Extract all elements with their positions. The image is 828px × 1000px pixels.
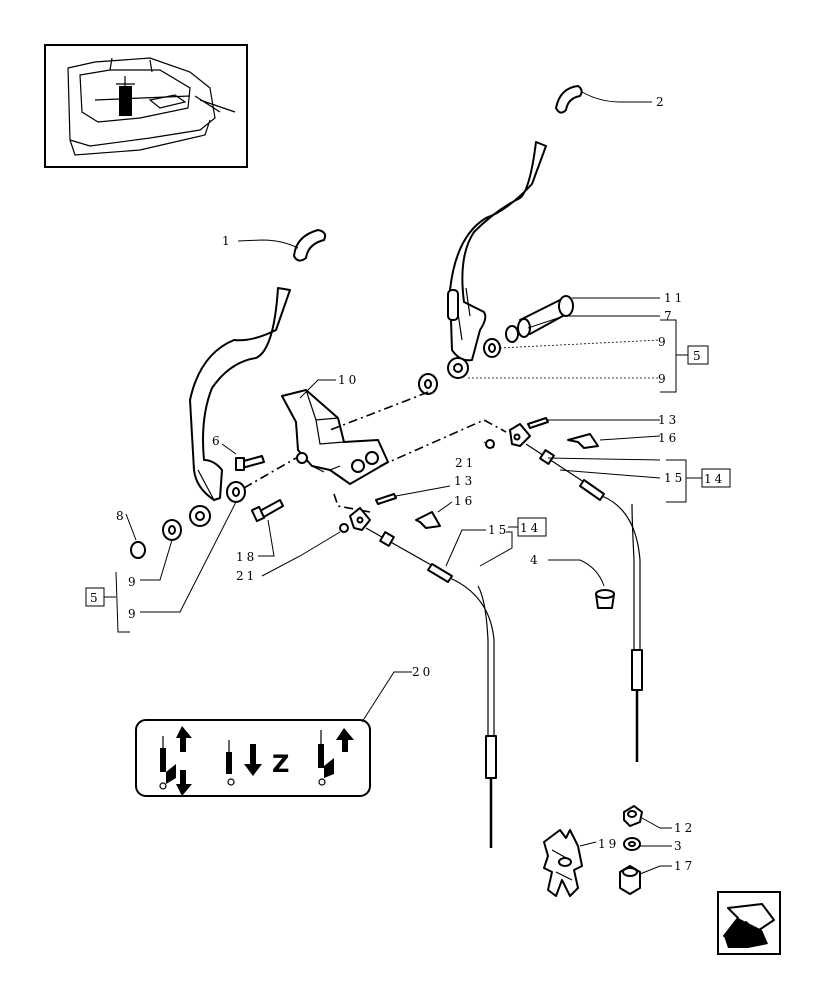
callout-16-a: 16 <box>658 431 679 445</box>
bolt-18 <box>250 499 284 523</box>
grommet-4 <box>595 589 615 609</box>
decal-symbol: Z <box>272 750 289 778</box>
callout-10: 10 <box>338 373 359 387</box>
callout-5-left: 5 <box>90 591 101 605</box>
grip-2 <box>555 85 652 114</box>
washer-3 <box>623 837 641 851</box>
callout-13-b: 13 <box>454 474 475 488</box>
callout-9-c: 9 <box>128 575 139 589</box>
callout-21-a: 21 <box>455 456 476 470</box>
right-control-lever <box>447 141 547 379</box>
callout-7: 7 <box>664 309 675 323</box>
callout-11: 11 <box>664 291 685 305</box>
callout-5-right: 5 <box>693 349 704 363</box>
bushing-9-right <box>483 338 501 358</box>
callout-8: 8 <box>116 509 127 523</box>
callout-4: 4 <box>530 553 541 567</box>
callout-20: 20 <box>412 665 433 679</box>
callout-18: 18 <box>236 550 257 564</box>
callout-14-a: 14 <box>704 472 725 486</box>
tractor-cab-inset-icon <box>44 44 248 168</box>
left-control-lever <box>189 287 291 527</box>
cable-clamp-19 <box>543 829 583 897</box>
callout-9-a: 9 <box>658 335 669 349</box>
callout-19: 19 <box>598 837 619 851</box>
previous-page-arrow-icon[interactable] <box>717 891 781 955</box>
callout-12: 12 <box>674 821 695 835</box>
bushing-9-left-upper <box>418 373 438 395</box>
control-cable-upper <box>509 417 643 762</box>
callout-6: 6 <box>212 434 223 448</box>
retaining-clip-16-upper <box>567 433 599 449</box>
nut-17 <box>619 865 641 895</box>
callout-3: 3 <box>674 839 685 853</box>
lever-mounting-bracket <box>281 389 389 485</box>
callout-2: 2 <box>656 95 667 109</box>
callout-21-b: 21 <box>236 569 257 583</box>
bushing-9-left-lower <box>226 481 246 503</box>
callout-16-b: 16 <box>454 494 475 508</box>
lever-position-decal: Z <box>135 719 371 797</box>
nut-12 <box>623 805 643 827</box>
clip-21-lower <box>339 523 349 533</box>
bolt-6 <box>235 455 265 471</box>
callout-15-b: 15 <box>488 523 509 537</box>
callout-9-b: 9 <box>658 372 669 386</box>
bushing-9-left-outer <box>162 519 182 541</box>
washer-7 <box>505 325 519 343</box>
washer-8 <box>130 541 146 559</box>
retaining-clip-16-lower <box>415 511 441 529</box>
control-cable-lower <box>349 493 497 848</box>
callout-14-b: 14 <box>520 521 541 535</box>
callout-1: 1 <box>222 234 233 248</box>
grip-1 <box>237 229 327 262</box>
clip-21-upper <box>485 439 495 449</box>
callout-15-a: 15 <box>664 471 685 485</box>
callout-9-d: 9 <box>128 607 139 621</box>
callout-17: 17 <box>674 859 695 873</box>
callout-13-a: 13 <box>658 413 679 427</box>
